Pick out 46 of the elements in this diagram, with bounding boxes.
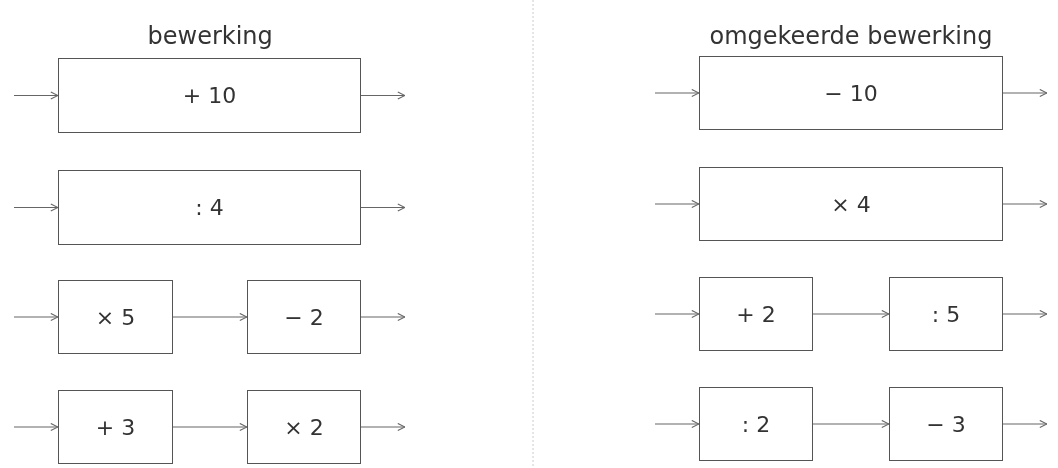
operation-box bbox=[699, 387, 813, 461]
operation-text: − 2 bbox=[284, 304, 324, 330]
operation-box bbox=[247, 280, 361, 354]
arrow bbox=[1002, 88, 1048, 98]
arrow bbox=[654, 88, 700, 98]
arrow bbox=[360, 312, 406, 322]
arrow bbox=[172, 422, 248, 432]
operation-box bbox=[247, 390, 361, 464]
operation-box bbox=[699, 277, 813, 351]
arrow bbox=[172, 312, 248, 322]
operation-box bbox=[889, 277, 1003, 351]
column-heading: bewerking bbox=[147, 22, 273, 50]
operation-box bbox=[699, 56, 1003, 130]
operation-text: + 2 bbox=[736, 301, 776, 327]
arrow bbox=[654, 309, 700, 319]
arrow bbox=[360, 91, 406, 100]
operation-text: + 10 bbox=[182, 83, 237, 108]
operation-text: × 4 bbox=[831, 191, 871, 217]
operation-text: : 4 bbox=[195, 195, 224, 220]
operation-box bbox=[58, 170, 361, 245]
operation-text: − 3 bbox=[926, 411, 966, 437]
operation-text: × 2 bbox=[284, 414, 324, 440]
operation-text: × 5 bbox=[95, 304, 136, 330]
arrow bbox=[360, 422, 406, 432]
arrow bbox=[1002, 199, 1048, 209]
arrow bbox=[13, 203, 59, 212]
arrow bbox=[654, 199, 700, 209]
column-heading: omgekeerde bewerking bbox=[709, 22, 993, 50]
arrow bbox=[812, 419, 890, 429]
arrow bbox=[360, 203, 406, 212]
arrow bbox=[812, 309, 890, 319]
operation-box bbox=[58, 58, 361, 133]
operation-box bbox=[889, 387, 1003, 461]
operation-text: : 2 bbox=[741, 411, 771, 437]
operation-text: : 5 bbox=[931, 301, 961, 327]
arrow bbox=[1002, 309, 1048, 319]
operation-text: + 3 bbox=[95, 414, 136, 440]
arrow bbox=[13, 312, 59, 322]
operation-box bbox=[58, 390, 173, 464]
arrow bbox=[1002, 419, 1048, 429]
operation-text: − 10 bbox=[824, 80, 878, 106]
operation-box bbox=[699, 167, 1003, 241]
operation-box bbox=[58, 280, 173, 354]
arrow bbox=[13, 91, 59, 100]
arrow bbox=[654, 419, 700, 429]
arrow bbox=[13, 422, 59, 432]
